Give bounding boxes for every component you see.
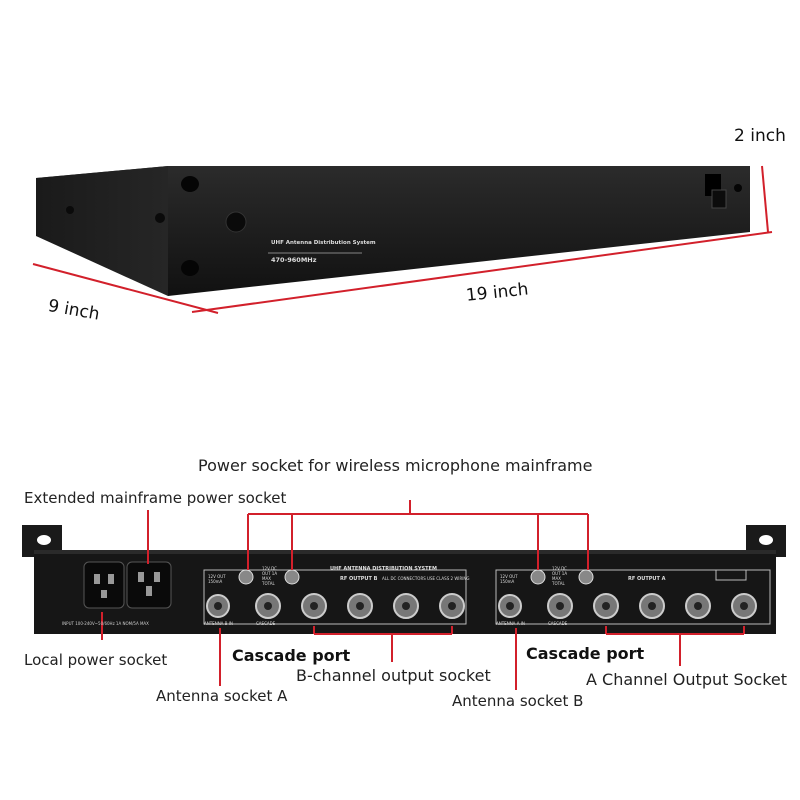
dc-out-socket-icon	[578, 569, 594, 585]
bnc-connector-group-b	[206, 593, 465, 619]
height-dimension-line	[761, 165, 769, 233]
dc-spec-a: 12V DC OUT 1A MAX TOTAL	[552, 566, 568, 586]
height-dimension-label: 2 inch	[734, 126, 786, 146]
bnc-connector-group-a	[498, 593, 757, 619]
connectors-note: ALL DC CONNECTORS USE CLASS 2 WIRING	[382, 576, 470, 581]
rf-output-b-label: RF OUTPUT B	[340, 576, 378, 582]
local-power-socket-icon	[83, 561, 125, 609]
callout-cascade-port-1: Cascade port	[232, 646, 351, 665]
front-label-range: 470-960MHz	[271, 256, 317, 264]
dc-spec-b: 12V DC OUT 1A MAX TOTAL	[262, 566, 278, 586]
callout-b-channel: B-channel output socket	[296, 666, 491, 685]
out-spec-right: 12V OUT 150mA	[500, 574, 518, 584]
callout-extended-power: Extended mainframe power socket	[24, 489, 287, 507]
a-panel-frame	[495, 569, 771, 625]
device-side-face	[36, 166, 168, 296]
callout-lines	[101, 500, 745, 690]
b-panel-frame	[203, 569, 467, 625]
extended-power-socket-icon	[126, 561, 172, 609]
indicator-icon	[734, 184, 742, 192]
dc-out-socket-icon	[284, 569, 300, 585]
input-rating-label: INPUT 100-240V~50/60Hz 1A NOM/5A MAX	[62, 621, 149, 626]
device-front-face	[168, 166, 750, 296]
callout-local-power: Local power socket	[24, 651, 168, 669]
callout-cascade-port-2: Cascade port	[526, 644, 645, 663]
antenna-a-in-label: ANTENNA A IN	[496, 621, 525, 626]
screw-icon	[155, 213, 165, 223]
knob-icon	[225, 211, 247, 233]
out-spec-left: 12V OUT 150mA	[208, 574, 226, 584]
power-switch-rocker-icon	[711, 189, 727, 209]
callout-antenna-a: Antenna socket A	[156, 687, 288, 705]
screw-icon	[66, 206, 74, 214]
dc-out-socket-icon	[530, 569, 546, 585]
width-dimension-line	[191, 231, 773, 313]
rear-brand-text: UHF ANTENNA DISTRIBUTION SYSTEM	[330, 566, 437, 572]
rack-hole-icon	[181, 176, 199, 192]
depth-dimension-line	[32, 263, 219, 314]
callout-power-mainframe: Power socket for wireless microphone mai…	[198, 456, 593, 475]
front-label-title: UHF Antenna Distribution System	[271, 240, 376, 246]
rear-view-illustration	[22, 500, 786, 690]
antenna-b-in-label: ANTENNA B IN	[204, 621, 233, 626]
rf-output-a-label: RF OUTPUT A	[628, 576, 666, 582]
dc-out-socket-icon	[238, 569, 254, 585]
cascade-left-label: CASCADE	[256, 621, 276, 626]
callout-antenna-b: Antenna socket B	[452, 692, 584, 710]
cascade-right-label: CASCADE	[548, 621, 568, 626]
front-view-illustration	[32, 165, 773, 314]
callout-a-channel: A Channel Output Socket	[586, 670, 788, 689]
rack-hole-icon	[181, 260, 199, 276]
